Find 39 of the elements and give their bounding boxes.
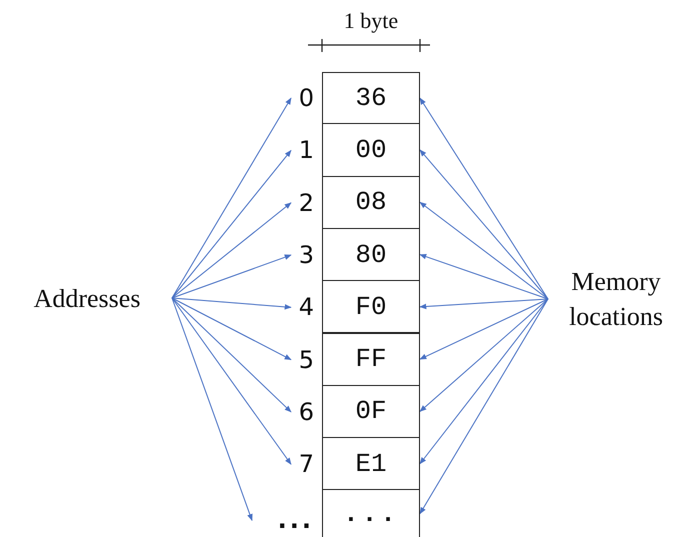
address-label: 6 [291,394,314,430]
arrow [419,298,548,310]
arrow [420,98,548,300]
memory-cell: F0 [322,280,420,334]
arrow [172,202,292,298]
address-label: 7 [291,446,314,482]
memory-cell: FF [322,332,420,386]
dimension-label: 1 byte [342,8,400,34]
side-label: Memory locations [548,263,684,335]
arrow [172,298,292,310]
arrow [172,298,292,360]
memory-cell: 36 [322,72,420,124]
arrow [419,298,548,360]
arrow [420,298,548,464]
address-label: 0 [291,80,314,116]
arrow [172,298,252,522]
arrow [172,98,292,298]
memory-cell: E1 [322,437,420,490]
arrow [419,202,548,300]
arrow [172,298,292,412]
arrow [419,254,548,300]
arrow [172,254,292,298]
memory-cell: 0F [322,384,420,438]
address-label: ... [252,504,314,536]
address-label: 5 [291,342,314,378]
memory-cell: 80 [322,228,420,282]
memory-cell: 00 [322,123,420,177]
address-label: 4 [291,289,314,326]
arrow [420,298,548,514]
memory-cell: ... [322,489,420,537]
address-label: 1 [291,132,314,169]
address-label: 3 [291,236,314,274]
address-label: 2 [291,184,314,221]
memory-cell: 08 [322,176,420,229]
arrow [172,298,292,465]
arrow [420,149,548,300]
arrow [172,150,292,298]
side-label: Addresses [2,280,172,316]
arrow [419,298,548,412]
